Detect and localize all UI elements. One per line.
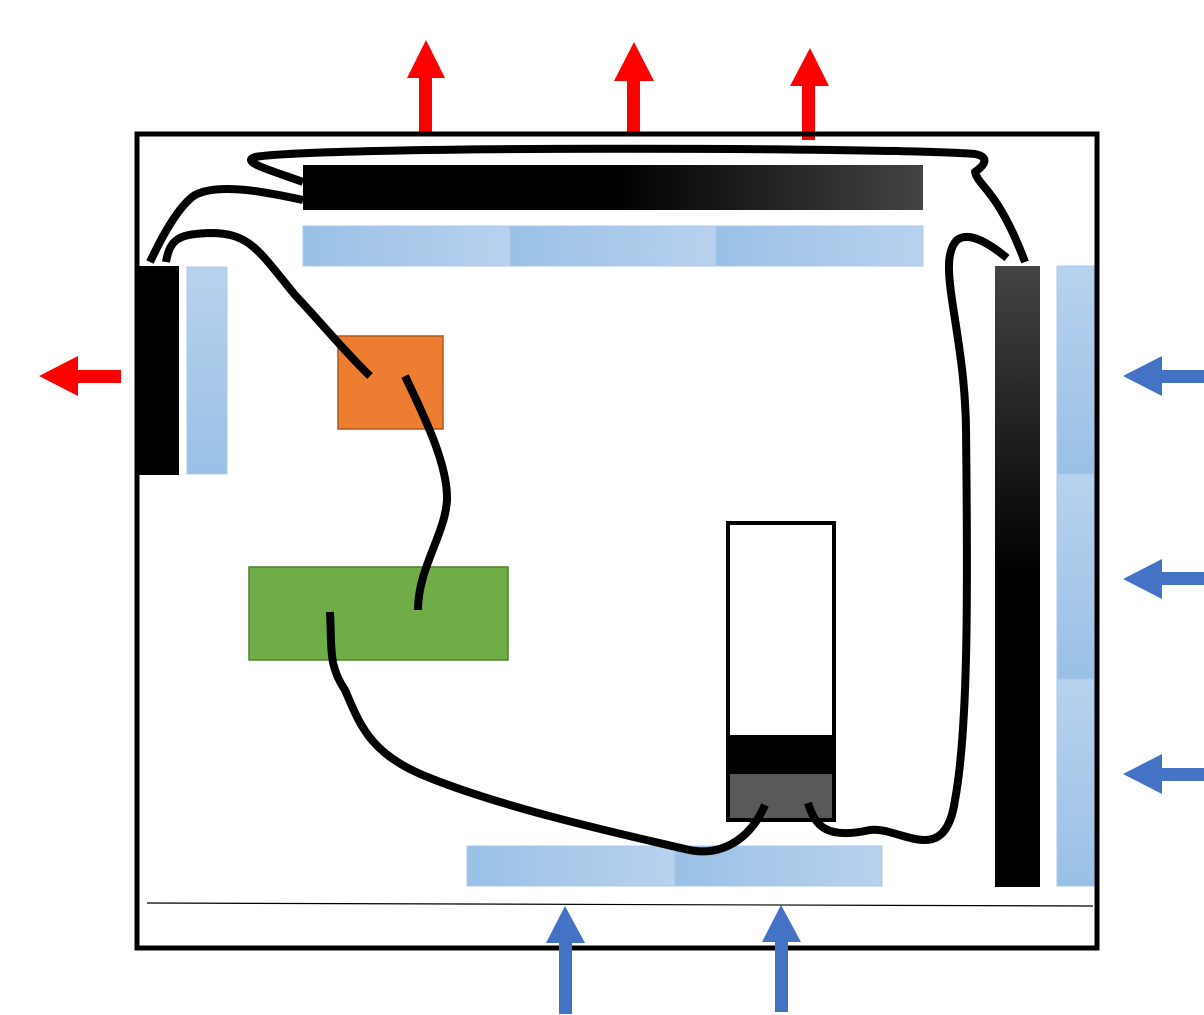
- tube-rear-rad-to-cpu: [162, 229, 373, 379]
- case-floor-line: [146, 902, 1094, 907]
- exhaust-arrow-top-2-icon: [614, 42, 654, 134]
- gpu-block: [248, 566, 509, 661]
- intake-arrow-bottom-1-icon: [546, 906, 585, 1014]
- bottom-fan-1: [466, 845, 676, 887]
- front-radiator: [995, 266, 1040, 887]
- intake-arrow-right-2-icon: [1123, 559, 1204, 599]
- top-fan-2: [509, 225, 717, 267]
- intake-arrow-right-1-icon: [1123, 356, 1204, 396]
- tube-rear-rad-to-top-rad: [146, 184, 304, 264]
- tube-pump-to-front-rad: [804, 232, 1010, 844]
- front-fan-2: [1056, 473, 1095, 680]
- case-outline: [134, 131, 1100, 951]
- pump: [730, 774, 832, 818]
- tube-cpu-to-gpu: [401, 374, 452, 611]
- exhaust-arrow-top-3-icon: [790, 48, 829, 140]
- exhaust-arrow-top-1-icon: [407, 40, 445, 132]
- front-fan-3: [1056, 678, 1095, 887]
- reservoir-band: [728, 735, 834, 774]
- top-fan-3: [715, 225, 924, 267]
- reservoir-pump: [726, 521, 836, 822]
- rear-radiator: [139, 266, 179, 475]
- top-fan-1: [302, 225, 511, 267]
- tube-gpu-to-pump: [326, 611, 769, 856]
- intake-arrow-bottom-2-icon: [762, 905, 801, 1012]
- exhaust-arrow-left-icon: [39, 356, 121, 396]
- rear-fan: [186, 266, 228, 475]
- front-fan-1: [1056, 265, 1095, 475]
- tube-top-loop: [247, 144, 1029, 264]
- top-radiator: [303, 165, 923, 210]
- intake-arrow-right-3-icon: [1123, 754, 1204, 794]
